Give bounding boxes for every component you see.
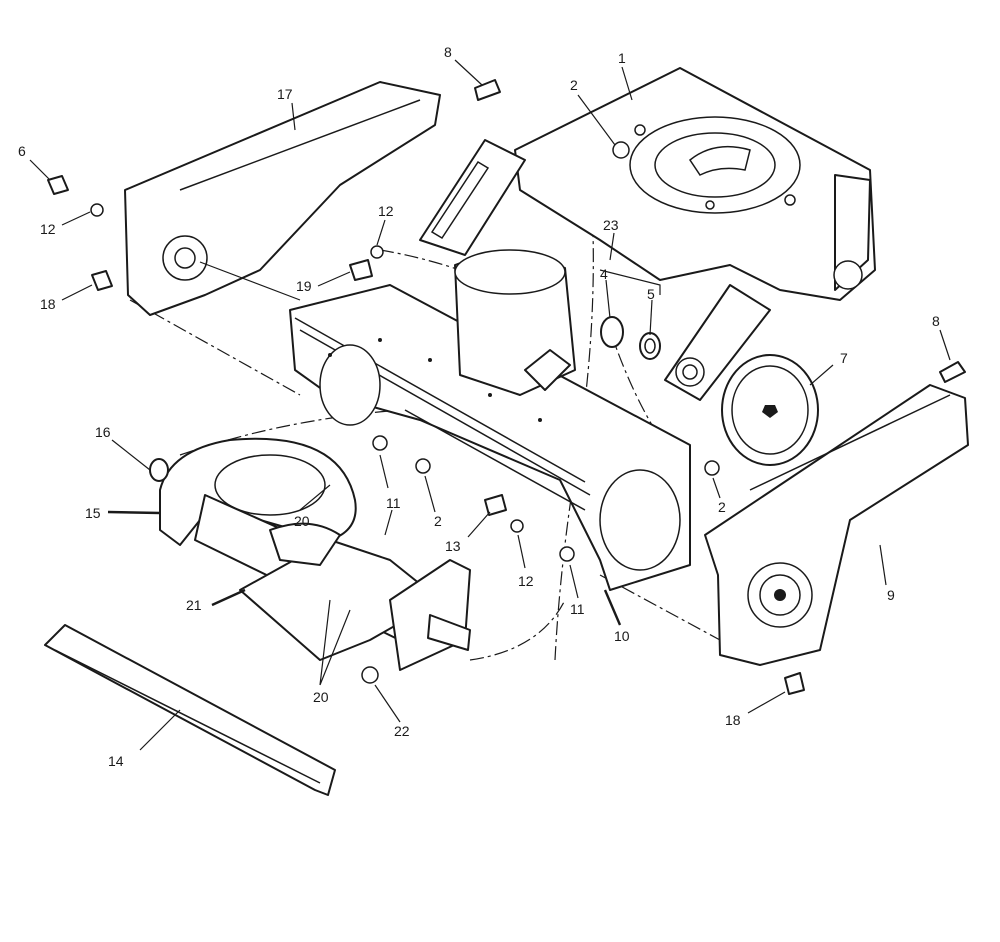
callout-22: 22	[394, 723, 410, 739]
gearbox-frame	[419, 67, 876, 401]
callout-11: 11	[570, 601, 585, 617]
callout-1: 1	[618, 50, 626, 66]
auger-housing	[289, 284, 691, 591]
callout-6: 6	[18, 143, 26, 159]
auger-pulley	[721, 354, 819, 466]
callout-7: 7	[840, 350, 848, 366]
callout-12: 12	[378, 203, 394, 219]
chute-adapter	[454, 249, 576, 396]
callout-13: 13	[445, 538, 461, 554]
callout-19: 19	[296, 278, 312, 294]
bearing-and-seal	[600, 316, 661, 360]
callout-10: 10	[614, 628, 630, 644]
callout-4: 4	[600, 266, 608, 282]
callout-23: 23	[603, 217, 619, 233]
callout-20: 20	[294, 513, 310, 529]
callout-18: 18	[40, 296, 56, 312]
callout-12: 12	[40, 221, 56, 237]
callout-11: 11	[386, 495, 401, 511]
callout-2: 2	[718, 499, 726, 515]
callout-14: 14	[108, 753, 124, 769]
left-side-cover	[124, 81, 441, 316]
callout-2: 2	[570, 77, 578, 93]
callout-16: 16	[95, 424, 111, 440]
callout-15: 15	[85, 505, 101, 521]
callout-8: 8	[932, 313, 940, 329]
callout-18: 18	[725, 712, 741, 728]
right-side-cover	[704, 384, 969, 666]
callout-8: 8	[444, 44, 452, 60]
callout-2: 2	[434, 513, 442, 529]
shave-plate	[44, 624, 336, 796]
callout-20: 20	[313, 689, 329, 705]
leader-lines	[29, 59, 951, 751]
callout-12: 12	[518, 573, 534, 589]
callout-17: 17	[277, 86, 293, 102]
callout-labels: 1 2 8 17 6 12 18 12 19 23 4 5 7 8 9 16 1…	[18, 44, 940, 769]
auger-gearbox	[194, 494, 471, 684]
callout-5: 5	[647, 286, 655, 302]
fasteners	[47, 79, 966, 695]
callout-9: 9	[887, 587, 895, 603]
callout-21: 21	[186, 597, 202, 613]
